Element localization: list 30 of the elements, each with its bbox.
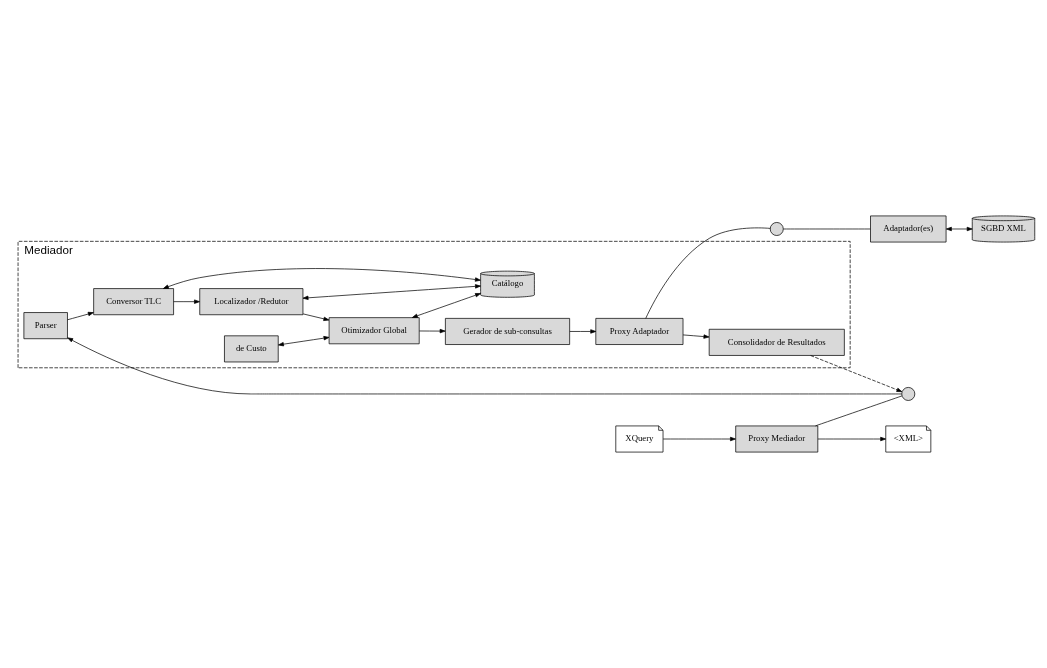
node-box: Parser [23,312,68,340]
arrow [67,311,94,321]
node-box: de Custo [224,335,279,363]
arrow [946,226,973,232]
node-box: Adaptador(es) [870,215,947,243]
node-box: Proxy Adaptador [595,318,684,345]
arrow [569,329,597,334]
connector [645,227,771,319]
arrow [682,334,710,339]
node-box: Gerador de sub-consultas [445,318,570,345]
arrow [163,268,481,289]
arrow [173,299,200,304]
node-box: Conversor TLC [93,288,174,316]
arrow [302,284,481,300]
connector [815,395,903,427]
node-box: Proxy Mediador [735,425,819,453]
node-box: Otimizador Global [328,317,420,345]
node-box: Consolidador de Resultados [708,328,845,356]
connector [783,228,871,230]
node-box: Localizador /Redutor [199,288,304,316]
arrow [302,313,330,321]
node-circle [901,387,916,401]
arrow [662,436,736,442]
arrow [419,328,446,334]
arrow [278,336,330,347]
arrow [411,293,481,318]
arrow [67,337,903,395]
arrow [810,355,903,393]
arrow [817,436,887,442]
node-circle [769,222,784,236]
